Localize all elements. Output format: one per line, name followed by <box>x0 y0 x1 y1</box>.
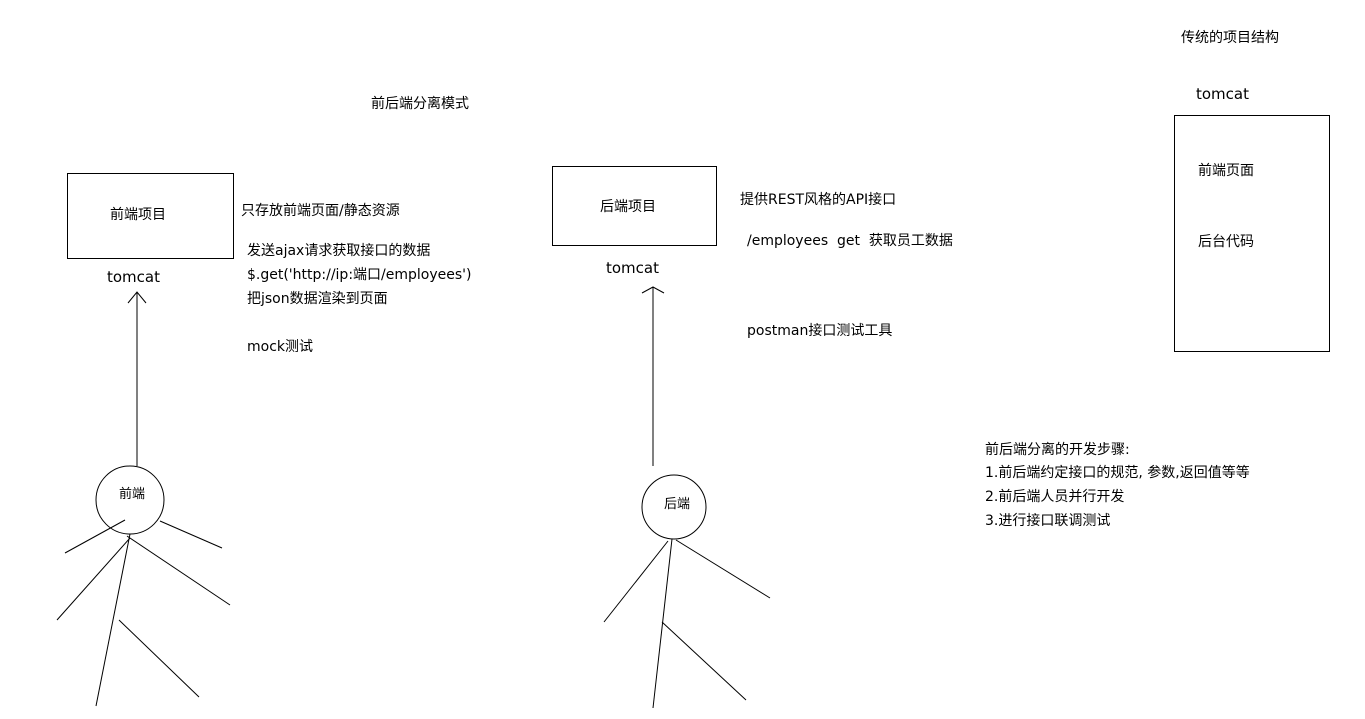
traditional-project-box <box>1174 115 1330 352</box>
frontend-note-5: mock测试 <box>247 339 314 355</box>
backend-project-label: 后端项目 <box>600 199 656 215</box>
steps-item-2: 2.前后端人员并行开发 <box>985 489 1125 505</box>
frontend-note-1: 只存放前端页面/静态资源 <box>241 203 400 219</box>
backend-tomcat-label: tomcat <box>606 259 659 277</box>
backend-person-arm-left <box>603 540 669 623</box>
traditional-tomcat-label: tomcat <box>1196 85 1249 103</box>
frontend-project-label: 前端项目 <box>110 207 166 223</box>
backend-person-body <box>652 538 673 709</box>
traditional-item-backend-code: 后台代码 <box>1198 234 1254 250</box>
steps-item-3: 3.进行接口联调测试 <box>985 513 1111 529</box>
frontend-person-label: 前端 <box>119 487 146 502</box>
backend-note-1: 提供REST风格的API接口 <box>740 192 897 208</box>
frontend-tomcat-label: tomcat <box>107 268 160 286</box>
frontend-note-2: 发送ajax请求获取接口的数据 <box>247 243 431 259</box>
frontend-person-body <box>95 533 131 707</box>
frontend-person-arm-right-lower <box>126 535 231 606</box>
backend-person-leg <box>661 621 747 701</box>
frontend-person-leg <box>118 619 200 698</box>
backend-arrow-head <box>641 286 665 294</box>
backend-project-box <box>552 166 717 246</box>
backend-note-3: postman接口测试工具 <box>747 323 893 339</box>
backend-person-arm-right <box>675 539 771 599</box>
frontend-arrow-head <box>127 291 147 304</box>
backend-person-label: 后端 <box>664 497 691 512</box>
frontend-project-box <box>67 173 234 259</box>
frontend-person-arm-left-lower <box>56 537 131 621</box>
frontend-note-4: 把json数据渲染到页面 <box>247 291 388 307</box>
steps-item-1: 1.前后端约定接口的规范, 参数,返回值等等 <box>985 465 1250 481</box>
frontend-note-3: $.get('http://ip:端口/employees') <box>247 267 472 283</box>
steps-title: 前后端分离的开发步骤: <box>985 442 1130 458</box>
backend-note-2: /employees get 获取员工数据 <box>747 233 953 249</box>
traditional-item-frontend-pages: 前端页面 <box>1198 163 1254 179</box>
frontend-person-arm-left <box>64 519 126 554</box>
traditional-title: 传统的项目结构 <box>1181 30 1279 46</box>
diagram-title: 前后端分离模式 <box>371 96 469 112</box>
backend-person-head <box>641 474 707 540</box>
frontend-person-arm-right-upper <box>159 520 223 549</box>
